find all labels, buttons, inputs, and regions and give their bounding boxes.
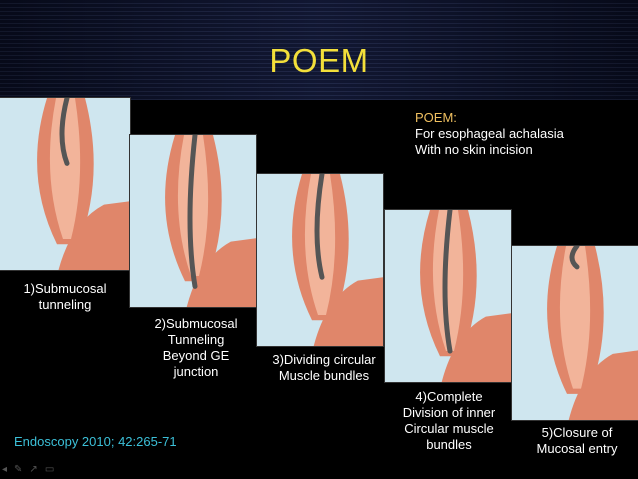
step-2-line-4: junction: [173, 364, 219, 379]
esophagus-drawing: [547, 246, 638, 420]
info-box: POEM: For esophageal achalasia With no s…: [415, 110, 564, 158]
step-5-illustration: [512, 246, 638, 420]
step-4-line-4: bundles: [426, 437, 472, 452]
citation: Endoscopy 2010; 42:265-71: [14, 434, 177, 449]
prev-slide-icon[interactable]: ◂: [2, 464, 8, 475]
header-band: [0, 0, 638, 100]
esophagus-drawing: [420, 210, 511, 382]
step-1-line-2: tunneling: [38, 297, 92, 312]
step-2-line-2: Tunneling: [167, 332, 225, 347]
step-4-line-3: Circular muscle: [404, 421, 494, 436]
step-1-line-1: 1)Submucosal: [23, 281, 107, 296]
step-4-line-2: Division of inner: [402, 405, 496, 420]
esophagus-drawing: [37, 98, 130, 270]
step-3-line-2: Muscle bundles: [278, 368, 370, 383]
esophagus-drawing: [292, 174, 383, 346]
step-2-line-3: Beyond GE: [162, 348, 230, 363]
step-3-illustration: [257, 174, 383, 346]
step-3-caption: 3)Dividing circular Muscle bundles: [262, 352, 386, 384]
pen-icon[interactable]: ✎: [14, 464, 23, 475]
slide-toolbar: ◂ ✎ ↗ ▭: [2, 464, 54, 476]
info-line-2: With no skin incision: [415, 142, 533, 157]
step-4-line-1: 4)Complete: [415, 389, 483, 404]
esophagus-drawing: [165, 135, 256, 307]
menu-icon[interactable]: ▭: [44, 464, 55, 475]
step-1-illustration: [0, 98, 130, 270]
info-heading: POEM:: [415, 110, 457, 125]
step-1-caption: 1)Submucosal tunneling: [6, 281, 124, 313]
step-4-illustration: [385, 210, 511, 382]
slide-title: POEM: [269, 42, 369, 79]
step-5-line-1: 5)Closure of: [541, 425, 613, 440]
step-2-illustration: [130, 135, 256, 307]
step-4-caption: 4)Complete Division of inner Circular mu…: [386, 389, 512, 453]
step-3-line-1: 3)Dividing circular: [272, 352, 376, 367]
info-line-1: For esophageal achalasia: [415, 126, 564, 141]
step-5-line-2: Mucosal entry: [536, 441, 618, 456]
step-2-line-1: 2)Submucosal: [154, 316, 238, 331]
step-5-caption: 5)Closure of Mucosal entry: [520, 425, 634, 457]
pointer-icon[interactable]: ↗: [29, 464, 38, 475]
step-2-caption: 2)Submucosal Tunneling Beyond GE junctio…: [136, 316, 256, 380]
